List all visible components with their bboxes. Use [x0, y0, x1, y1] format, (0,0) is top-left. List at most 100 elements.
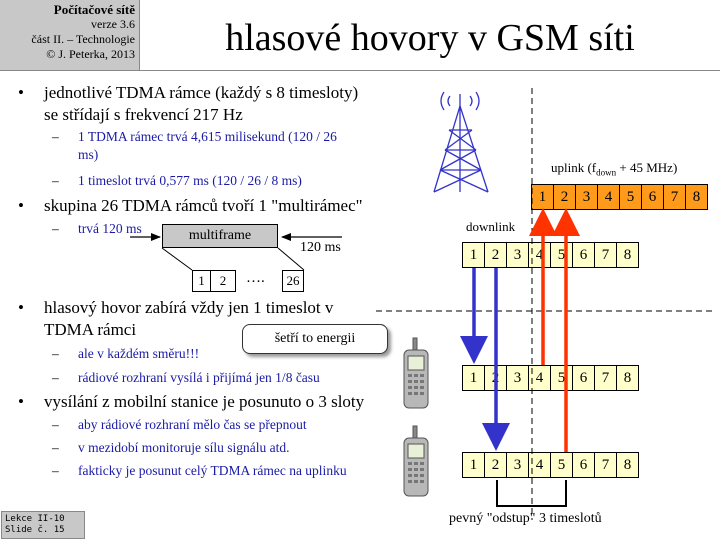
- bullet-1-sub-1-line-1: 1 TDMA rámec trvá 4,615 milisekund (120 …: [78, 129, 337, 144]
- bullet-1-sub-2: – 1 timeslot trvá 0,577 ms (120 / 26 / 8…: [52, 172, 302, 190]
- offset-bracket: [496, 480, 567, 507]
- sub-dash: –: [52, 463, 59, 478]
- uplink-slot-2: 2: [553, 184, 576, 210]
- bullet-4-sub-2-text: v mezidobí monitoruje sílu signálu atd.: [78, 440, 290, 455]
- mobile2-slot-8: 8: [616, 452, 639, 478]
- bullet-dot: •: [18, 298, 24, 317]
- uplink-label: uplink (fdown + 45 MHz): [551, 160, 677, 181]
- downlink-slot-7: 7: [594, 242, 617, 268]
- uplink-frame: 1 2 3 4 5 6 7 8: [531, 184, 708, 210]
- sub-dash: –: [52, 370, 59, 385]
- bullet-2-sub-1-text: trvá 120 ms: [78, 221, 142, 236]
- bullet-1-sub-2-text: 1 timeslot trvá 0,577 ms (120 / 26 / 8 m…: [78, 173, 302, 188]
- lecture-number: Lekce II-10: [5, 514, 65, 524]
- mobile1-slot-6: 6: [572, 365, 595, 391]
- mobile-frame-1: 1 2 3 4 5 6 7 8: [462, 365, 639, 391]
- bullet-1: • jednotlivé TDMA rámce (každý s 8 times…: [18, 82, 359, 126]
- mobile-phone-icon: [403, 425, 429, 497]
- bullet-4-sub-1-text: aby rádiové rozhraní mělo čas se přepnou…: [78, 417, 307, 432]
- bullet-3-line-2: TDMA rámci: [44, 320, 137, 339]
- mobile2-slot-2: 2: [484, 452, 507, 478]
- uplink-label-prefix: uplink (f: [551, 160, 597, 175]
- sub-dash: –: [52, 173, 59, 188]
- mobile2-slot-4: 4: [528, 452, 551, 478]
- bullet-3-sub-1: – ale v každém směru!!!: [52, 345, 199, 363]
- sub-dash: –: [52, 129, 59, 144]
- bullet-1-line-2: se střídají s frekvencí 217 Hz: [44, 105, 243, 124]
- antenna-tower-icon: [433, 91, 489, 193]
- uplink-slot-6: 6: [641, 184, 664, 210]
- bullet-4-sub-3-text: fakticky je posunut celý TDMA rámec na u…: [78, 463, 347, 478]
- mobile-frame-2: 1 2 3 4 5 6 7 8: [462, 452, 639, 478]
- bullet-1-sub-1-line-2: ms): [78, 147, 99, 162]
- slide-number: Slide č. 15: [5, 525, 65, 535]
- sub-dash: –: [52, 221, 59, 236]
- slide-title: hlasové hovory v GSM síti: [225, 17, 635, 59]
- bullet-3-sub-2-text: rádiové rozhraní vysílá i přijímá jen 1/…: [78, 370, 320, 385]
- uplink-slot-8: 8: [685, 184, 708, 210]
- copyright: © J. Peterka, 2013: [46, 47, 135, 61]
- mobile2-slot-6: 6: [572, 452, 595, 478]
- course-version: verze 3.6: [91, 17, 135, 31]
- mobile-phone-icon: [403, 337, 429, 409]
- course-name: Počítačové sítě: [53, 2, 135, 17]
- frame-cell-1: 1: [192, 270, 211, 292]
- downlink-slot-1: 1: [462, 242, 485, 268]
- bullet-4-sub-3: – fakticky je posunut celý TDMA rámec na…: [52, 462, 347, 480]
- mobile1-slot-8: 8: [616, 365, 639, 391]
- uplink-label-sub: down: [596, 167, 617, 178]
- bullet-4-text: vysílání z mobilní stanice je posunuto o…: [44, 392, 365, 411]
- mobile1-slot-3: 3: [506, 365, 529, 391]
- bullet-2-text: skupina 26 TDMA rámců tvoří 1 "multiráme…: [44, 196, 363, 215]
- frame-cell-26: 26: [282, 270, 304, 292]
- multiframe-duration: 120 ms: [300, 240, 341, 255]
- bullet-1-line-1: jednotlivé TDMA rámce (každý s 8 timeslo…: [44, 83, 359, 102]
- bullet-2-sub-1: – trvá 120 ms: [52, 220, 142, 238]
- bullet-4: • vysílání z mobilní stanice je posunuto…: [18, 391, 365, 413]
- mobile2-slot-1: 1: [462, 452, 485, 478]
- downlink-slot-8: 8: [616, 242, 639, 268]
- multiframe-connector: [161, 247, 193, 271]
- uplink-label-suffix: + 45 MHz): [616, 160, 678, 175]
- uplink-slot-1: 1: [531, 184, 554, 210]
- callout-saves-energy: šetří to energii: [242, 324, 388, 354]
- sub-dash: –: [52, 346, 59, 361]
- bullet-3-sub-2: – rádiové rozhraní vysílá i přijímá jen …: [52, 369, 320, 387]
- bullet-4-sub-2: – v mezidobí monitoruje sílu signálu atd…: [52, 439, 290, 457]
- downlink-frame: 1 2 3 4 5 6 7 8: [462, 242, 639, 268]
- mobile1-slot-1: 1: [462, 365, 485, 391]
- bullet-1-sub-1: – 1 TDMA rámec trvá 4,615 milisekund (12…: [52, 128, 337, 164]
- mobile2-slot-7: 7: [594, 452, 617, 478]
- uplink-slot-5: 5: [619, 184, 642, 210]
- frame-cell-2: 2: [210, 270, 236, 292]
- bullet-dot: •: [18, 196, 24, 215]
- bullet-2: • skupina 26 TDMA rámců tvoří 1 "multirá…: [18, 195, 363, 217]
- bullet-4-sub-1: – aby rádiové rozhraní mělo čas se přepn…: [52, 416, 307, 434]
- mobile1-slot-5: 5: [550, 365, 573, 391]
- sub-dash: –: [52, 440, 59, 455]
- downlink-label: downlink: [466, 219, 516, 234]
- footer-box: Lekce II-10 Slide č. 15: [1, 511, 85, 539]
- frame-ellipsis: ….: [246, 270, 265, 286]
- uplink-slot-4: 4: [597, 184, 620, 210]
- downlink-slot-3: 3: [506, 242, 529, 268]
- downlink-slot-5: 5: [550, 242, 573, 268]
- mobile1-slot-7: 7: [594, 365, 617, 391]
- bullet-3-line-1: hlasový hovor zabírá vždy jen 1 timeslot…: [44, 298, 334, 317]
- mobile2-slot-3: 3: [506, 452, 529, 478]
- downlink-slot-2: 2: [484, 242, 507, 268]
- bullet-dot: •: [18, 392, 24, 411]
- sub-dash: –: [52, 417, 59, 432]
- mobile1-slot-4: 4: [528, 365, 551, 391]
- downlink-slot-6: 6: [572, 242, 595, 268]
- downlink-slot-4: 4: [528, 242, 551, 268]
- header-divider: [140, 70, 720, 71]
- bullet-3: • hlasový hovor zabírá vždy jen 1 timesl…: [18, 297, 334, 341]
- uplink-slot-7: 7: [663, 184, 686, 210]
- offset-label: pevný "odstup" 3 timeslotů: [449, 511, 602, 526]
- mobile1-slot-2: 2: [484, 365, 507, 391]
- uplink-slot-3: 3: [575, 184, 598, 210]
- bullet-dot: •: [18, 83, 24, 102]
- course-part: část II. – Technologie: [31, 32, 135, 46]
- mobile2-slot-5: 5: [550, 452, 573, 478]
